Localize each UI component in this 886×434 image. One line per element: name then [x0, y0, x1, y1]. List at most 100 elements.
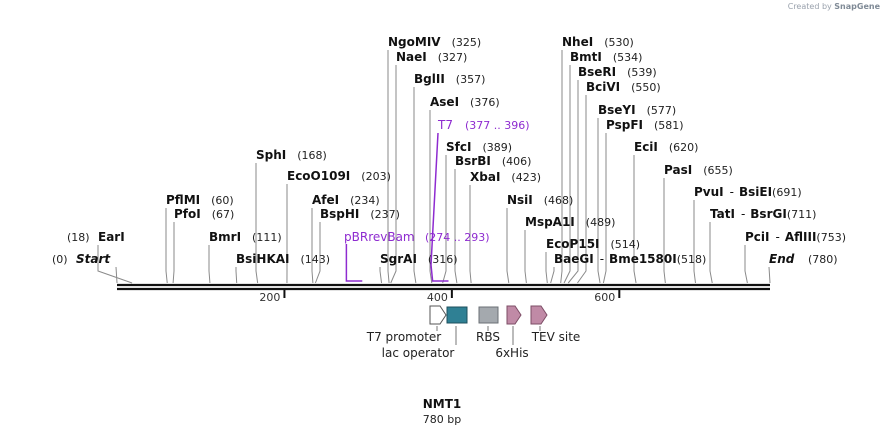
- enzyme-position-eari: (18): [67, 231, 90, 244]
- snapgene-watermark: Created by SnapGene: [788, 2, 880, 11]
- ruler-label-600: 600: [594, 291, 615, 304]
- enzyme-position-pasi: (655): [703, 164, 733, 177]
- end-line-end: [768, 266, 771, 284]
- enzyme-position-pcii-afliii: (753): [816, 231, 846, 244]
- backbone: [117, 283, 770, 291]
- enzyme-position-bmti: (534): [613, 51, 643, 64]
- feature-label-6xhis: 6xHis: [495, 346, 528, 360]
- enzyme-position-afei: (234): [350, 194, 380, 207]
- watermark-brand: SnapGene: [834, 2, 880, 11]
- enzyme-label-pcii-afliii[interactable]: PciI-AflIII: [745, 230, 816, 244]
- enzyme-position-bsphi: (237): [370, 208, 400, 221]
- site-line-bcivi: [577, 95, 587, 284]
- site-line-baegi-bme1580i: [550, 267, 555, 284]
- enzyme-position-nhei: (530): [604, 36, 634, 49]
- site-line-bseri: [567, 80, 579, 284]
- primer-label-pbrrevbam[interactable]: pBRrevBam: [344, 230, 415, 244]
- enzyme-label-bsihkai[interactable]: BsiHKAI: [236, 252, 290, 266]
- enzyme-label-pspfi[interactable]: PspFI: [606, 118, 643, 132]
- site-line-bseyi: [597, 118, 601, 284]
- site-line-sfci: [442, 155, 447, 284]
- site-line-pasi: [663, 178, 666, 284]
- enzyme-label-bseyi[interactable]: BseYI: [598, 103, 636, 117]
- site-line-nhei: [560, 50, 563, 284]
- enzyme-label-ecii[interactable]: EciI: [634, 140, 658, 154]
- site-line-pcii-afliii: [744, 245, 748, 284]
- enzyme-label-bglii[interactable]: BglII: [414, 72, 445, 86]
- enzyme-position-pflmi: (60): [211, 194, 234, 207]
- site-line-bmti: [563, 65, 571, 284]
- feature-t7-promoter[interactable]: [429, 305, 447, 325]
- enzyme-position-pspfi: (581): [654, 119, 684, 132]
- enzyme-position-naei: (327): [438, 51, 468, 64]
- enzyme-position-sfci: (389): [482, 141, 512, 154]
- sequence-name: NMT1: [423, 397, 462, 411]
- enzyme-position-bsihkai: (143): [301, 253, 331, 266]
- enzyme-label-eari[interactable]: EarI: [98, 230, 125, 244]
- enzyme-label-baegi-bme1580i[interactable]: BaeGI-Bme1580I: [554, 252, 677, 266]
- enzyme-position-bglii: (357): [456, 73, 486, 86]
- site-line-bsrbi: [454, 169, 458, 284]
- site-line-pflmi: [165, 208, 168, 284]
- enzyme-label-bsphi[interactable]: BspHI: [320, 207, 359, 221]
- enzyme-label-bseri[interactable]: BseRI: [578, 65, 616, 79]
- end-label-start: Start: [76, 252, 111, 266]
- enzyme-label-ngomiv[interactable]: NgoMIV: [388, 35, 441, 49]
- enzyme-label-sfci[interactable]: SfcI: [446, 140, 471, 154]
- enzyme-label-sphi[interactable]: SphI: [256, 148, 286, 162]
- feature-label-rbs: RBS: [476, 330, 500, 344]
- site-line-bmri: [208, 245, 211, 284]
- enzyme-label-asei[interactable]: AseI: [430, 95, 459, 109]
- enzyme-position-ngomiv: (325): [452, 36, 482, 49]
- enzyme-position-sgrai: (316): [428, 253, 458, 266]
- primer-label-t7[interactable]: T7: [437, 118, 453, 132]
- enzyme-label-bsrbi[interactable]: BsrBI: [455, 154, 491, 168]
- ruler-label-200: 200: [259, 291, 280, 304]
- enzyme-label-ecop15i[interactable]: EcoP15I: [546, 237, 600, 251]
- enzyme-position-ecii: (620): [669, 141, 699, 154]
- enzyme-position-sphi: (168): [297, 149, 327, 162]
- enzyme-position-ecop15i: (514): [611, 238, 641, 251]
- feature-tev-site[interactable]: [530, 305, 548, 325]
- enzyme-label-pflmi[interactable]: PflMI: [166, 193, 200, 207]
- enzyme-position-baegi-bme1580i: (518): [677, 253, 707, 266]
- enzyme-position-xbai: (423): [511, 171, 541, 184]
- enzyme-position-asei: (376): [470, 96, 500, 109]
- site-line-naei: [390, 65, 397, 284]
- site-line-sphi: [255, 163, 259, 284]
- enzyme-label-nsii[interactable]: NsiI: [507, 193, 533, 207]
- enzyme-label-xbai[interactable]: XbaI: [470, 170, 500, 184]
- enzyme-position-bmri: (111): [252, 231, 282, 244]
- enzyme-position-pfoi: (67): [212, 208, 235, 221]
- feature-label-tev-site: TEV site: [531, 330, 581, 344]
- enzyme-label-pasi[interactable]: PasI: [664, 163, 692, 177]
- enzyme-label-naei[interactable]: NaeI: [396, 50, 427, 64]
- site-line-sgrai: [379, 267, 383, 284]
- feature-label-t7-promoter: T7 promoter: [366, 330, 442, 344]
- feature-label-lac-operator: lac operator: [382, 346, 455, 360]
- feature-lac-operator[interactable]: [446, 306, 468, 324]
- enzyme-label-pvui-bsiei[interactable]: PvuI-BsiEI: [694, 185, 772, 199]
- enzyme-label-bmti[interactable]: BmtI: [570, 50, 602, 64]
- ruler-label-400: 400: [427, 291, 448, 304]
- enzyme-label-sgrai[interactable]: SgrAI: [380, 252, 417, 266]
- enzyme-position-bseri: (539): [627, 66, 657, 79]
- primer-arrow-pbrrevbam[interactable]: [345, 244, 363, 282]
- watermark-prefix: Created by: [787, 2, 832, 11]
- end-position-start: (0): [52, 253, 68, 266]
- feature-6xhis[interactable]: [506, 305, 522, 325]
- primer-range-t7: (377 .. 396): [465, 119, 530, 132]
- enzyme-label-pfoi[interactable]: PfoI: [174, 207, 201, 221]
- enzyme-label-bmri[interactable]: BmrI: [209, 230, 241, 244]
- enzyme-label-ecoo109i[interactable]: EcoO109I: [287, 169, 350, 183]
- site-line-eari: [97, 245, 133, 284]
- enzyme-label-tati-bsrgi[interactable]: TatI-BsrGI: [710, 207, 787, 221]
- enzyme-label-bcivi[interactable]: BciVI: [586, 80, 620, 94]
- enzyme-label-mspa1i[interactable]: MspA1I: [525, 215, 575, 229]
- enzyme-label-afei[interactable]: AfeI: [312, 193, 339, 207]
- enzyme-label-nhei[interactable]: NheI: [562, 35, 593, 49]
- enzyme-position-bsrbi: (406): [502, 155, 532, 168]
- enzyme-position-ecoo109i: (203): [361, 170, 391, 183]
- feature-rbs[interactable]: [478, 306, 499, 324]
- primer-arrow-t7[interactable]: [430, 132, 449, 282]
